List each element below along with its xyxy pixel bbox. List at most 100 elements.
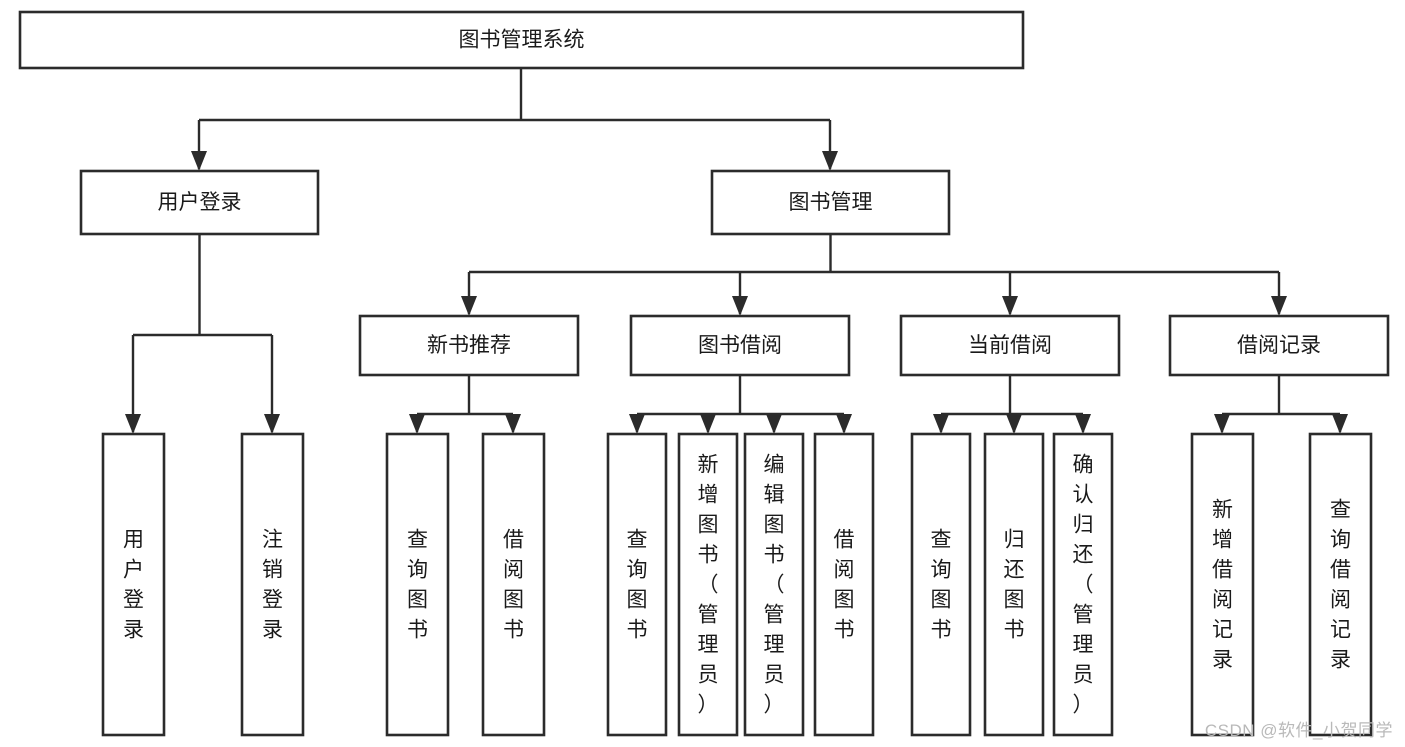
arrow-head-icon	[1214, 414, 1230, 434]
node-box[interactable]	[743, 432, 805, 737]
node-label: 当前借阅	[968, 334, 1052, 357]
arrow-head-icon	[629, 414, 645, 434]
node-box[interactable]	[18, 10, 1025, 70]
node-label: 新	[698, 454, 719, 477]
arrow-head-icon	[1002, 296, 1018, 316]
node-label: 查	[931, 529, 952, 552]
node-label: 书	[627, 619, 648, 642]
node-box[interactable]	[240, 432, 305, 737]
node-box[interactable]	[79, 169, 320, 236]
node-label: 编	[764, 454, 785, 477]
node-label: 销	[262, 559, 283, 582]
node-label: （	[764, 574, 785, 597]
node-box[interactable]	[910, 432, 972, 737]
node-label: 员	[764, 664, 785, 687]
node-box[interactable]	[629, 314, 851, 377]
node-label: 借	[1212, 559, 1233, 582]
node-box[interactable]	[385, 432, 450, 737]
node-box[interactable]	[1308, 432, 1373, 737]
node-label: 书	[834, 619, 855, 642]
node-label: 管	[1073, 604, 1094, 627]
node-label: 登	[262, 589, 283, 612]
node-label: 图	[698, 514, 719, 537]
node-box[interactable]	[983, 432, 1045, 737]
node-box[interactable]	[1190, 432, 1255, 737]
arrow-head-icon	[732, 296, 748, 316]
node-label: 管	[764, 604, 785, 627]
node-label: 户	[123, 559, 144, 582]
node-label: 理	[1073, 634, 1094, 657]
node-label: 管	[698, 604, 719, 627]
node-box[interactable]	[710, 169, 951, 236]
node-box[interactable]	[358, 314, 580, 377]
node-root-root[interactable]: 图书管理系统	[18, 10, 1025, 70]
node-box[interactable]	[677, 432, 739, 737]
node-label: 书	[407, 619, 428, 642]
node-label: 新书推荐	[427, 334, 511, 357]
node-label: 书	[764, 544, 785, 567]
node-label: 增	[698, 484, 719, 507]
node-label: 记	[1330, 619, 1351, 642]
node-label: 书	[931, 619, 952, 642]
node-label: 查	[407, 529, 428, 552]
connectors-layer	[125, 68, 1348, 434]
arrow-head-icon	[1075, 414, 1091, 434]
node-label: 理	[698, 634, 719, 657]
node-box[interactable]	[1168, 314, 1390, 377]
node-label: 阅	[1330, 589, 1351, 612]
node-label: ）	[764, 694, 785, 717]
node-submodule-new-book-recommend[interactable]: 新书推荐	[358, 314, 580, 377]
node-label: 询	[627, 559, 648, 582]
csdn-watermark: CSDN @软件_小贺同学	[1204, 721, 1393, 740]
node-label: 录	[262, 619, 283, 642]
node-box[interactable]	[1052, 432, 1114, 737]
node-box[interactable]	[813, 432, 875, 737]
node-label: 借阅记录	[1237, 334, 1321, 357]
arrow-head-icon	[1271, 296, 1287, 316]
node-label: 阅	[834, 559, 855, 582]
node-submodule-borrow-record[interactable]: 借阅记录	[1168, 314, 1390, 377]
node-label: 归	[1073, 514, 1094, 537]
node-label: 书	[503, 619, 524, 642]
node-label: 录	[1212, 649, 1233, 672]
arrow-head-icon	[264, 414, 280, 434]
node-module-user-login[interactable]: 用户登录	[79, 169, 320, 236]
node-label: 录	[123, 619, 144, 642]
arrow-head-icon	[1006, 414, 1022, 434]
arrow-head-icon	[766, 414, 782, 434]
node-label: （	[1073, 574, 1094, 597]
node-submodule-current-borrow[interactable]: 当前借阅	[899, 314, 1121, 377]
node-box[interactable]	[606, 432, 668, 737]
node-box[interactable]	[899, 314, 1121, 377]
node-function-leaf-user-login[interactable]: 用户登录	[101, 432, 166, 737]
node-box[interactable]	[481, 432, 546, 737]
node-module-book-manage[interactable]: 图书管理	[710, 169, 951, 236]
node-label: 确	[1073, 454, 1094, 477]
node-label: 借	[503, 529, 524, 552]
node-label: 辑	[764, 484, 785, 507]
node-label: 录	[1330, 649, 1351, 672]
node-box[interactable]	[101, 432, 166, 737]
node-label: 理	[764, 634, 785, 657]
arrow-head-icon	[191, 151, 207, 171]
node-label: 新	[1212, 499, 1233, 522]
node-label: 询	[931, 559, 952, 582]
node-label: 图	[834, 589, 855, 612]
nodes-layer: 图书管理系统用户登录图书管理新书推荐图书借阅当前借阅借阅记录用户登录注销登录查询…	[18, 10, 1390, 737]
node-label: 还	[1073, 544, 1094, 567]
node-submodule-book-borrow[interactable]: 图书借阅	[629, 314, 851, 377]
